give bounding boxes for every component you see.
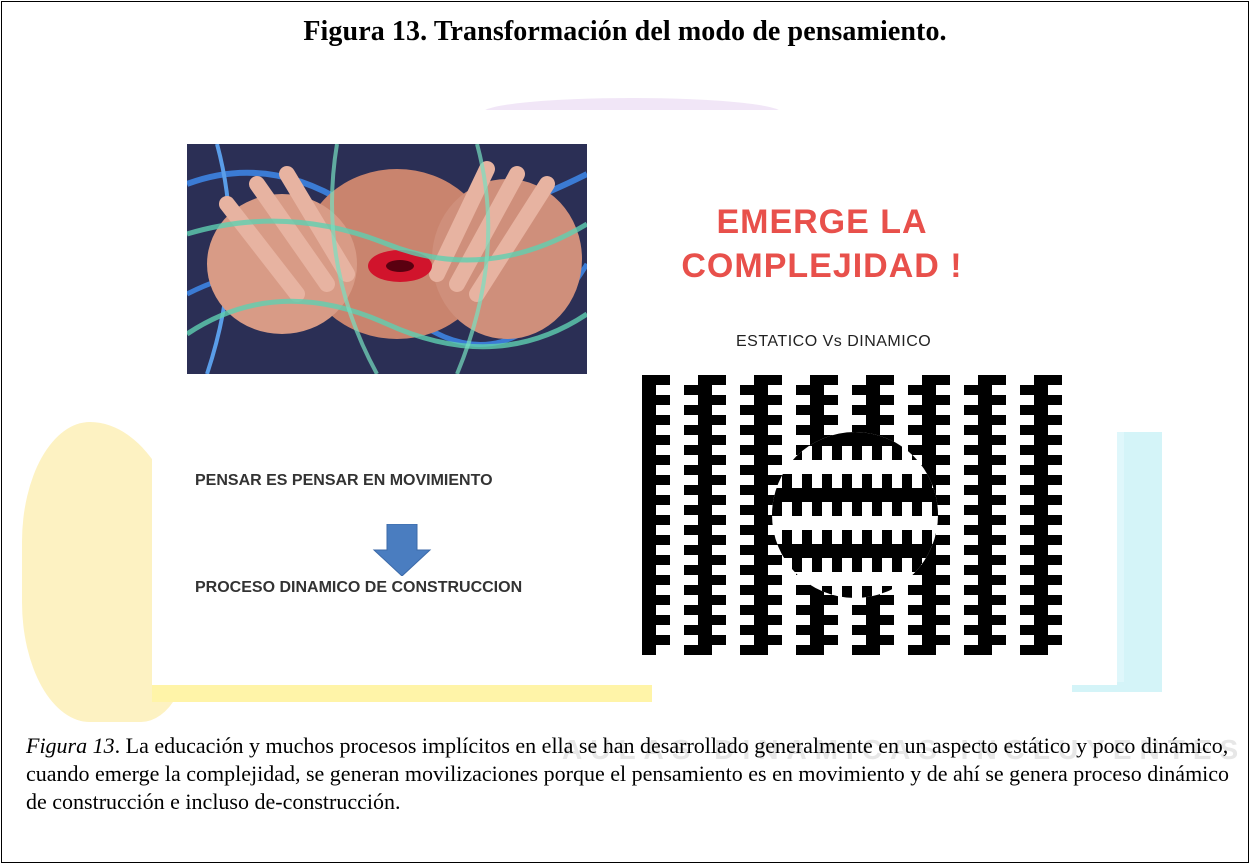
down-arrow-icon: [372, 523, 432, 581]
static-vs-dynamic-label: ESTATICO Vs DINAMICO: [736, 333, 932, 350]
optical-illusion-pattern: [628, 375, 1104, 660]
emerge-heading: EMERGE LA COMPLEJIDAD !: [672, 200, 972, 288]
figure-title: Figura 13. Transformación del modo de pe…: [303, 16, 947, 47]
proceso-text: PROCESO DINAMICO DE CONSTRUCCION: [195, 579, 523, 596]
watermark-text: AULAS DINAMICAS INCLUYENTES: [562, 734, 1247, 765]
figure-caption: Figura 13. La educación y muchos proceso…: [26, 732, 1231, 816]
emerge-line-2: COMPLEJIDAD !: [681, 247, 963, 285]
hands-face-photo: [187, 144, 587, 374]
slide-image: EMERGE LA COMPLEJIDAD ! ESTATICO Vs DINA…: [152, 110, 1117, 685]
caption-label: Figura 13: [26, 733, 115, 758]
pensar-text: PENSAR ES PENSAR EN MOVIMIENTO: [195, 472, 493, 489]
caption-text: . La educación y muchos procesos implíci…: [26, 733, 1230, 814]
emerge-line-1: EMERGE LA: [716, 203, 928, 241]
